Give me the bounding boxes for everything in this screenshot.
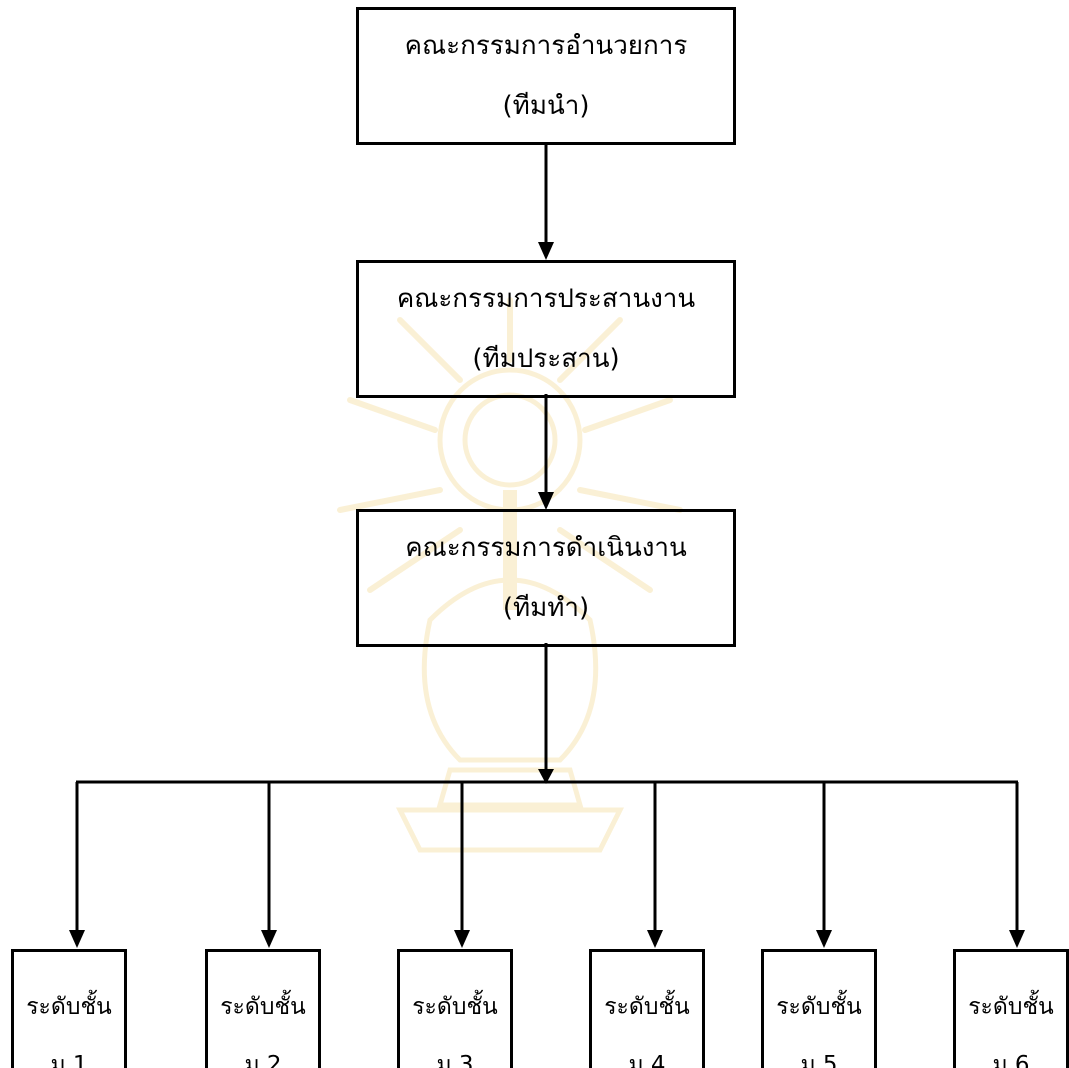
grade-level-name: ม.4 <box>628 1052 666 1068</box>
grade-level-name: ม.3 <box>436 1052 474 1068</box>
arrowhead-to-m6 <box>1009 930 1025 948</box>
grade-level-label: ระดับชั้น <box>220 994 306 1020</box>
grade-level-label: ระดับชั้น <box>604 994 690 1020</box>
grade-level-box-m2: ระดับชั้น ม.2 <box>205 949 321 1068</box>
operation-committee-title: คณะกรรมการดำเนินงาน <box>405 533 687 563</box>
grade-level-box-m5: ระดับชั้น ม.5 <box>761 949 877 1068</box>
grade-level-box-m6: ระดับชั้น ม.6 <box>953 949 1069 1068</box>
grade-level-box-m4: ระดับชั้น ม.4 <box>589 949 705 1068</box>
grade-level-label: ระดับชั้น <box>776 994 862 1020</box>
arrowhead-to-m1 <box>69 930 85 948</box>
grade-level-box-m3: ระดับชั้น ม.3 <box>397 949 513 1068</box>
coordination-committee-box: คณะกรรมการประสานงาน (ทีมประสาน) <box>356 260 736 398</box>
arrowhead-to-operation <box>538 492 554 510</box>
arrowhead-to-m2 <box>261 930 277 948</box>
steering-committee-box: คณะกรรมการอำนวยการ (ทีมนำ) <box>356 7 736 145</box>
grade-level-label: ระดับชั้น <box>26 994 112 1020</box>
arrowhead-to-coordination <box>538 242 554 260</box>
arrowhead-to-bus <box>538 769 554 784</box>
grade-level-name: ม.2 <box>244 1052 282 1068</box>
grade-level-label: ระดับชั้น <box>968 994 1054 1020</box>
steering-committee-team: (ทีมนำ) <box>502 91 590 121</box>
arrowhead-to-m4 <box>647 930 663 948</box>
grade-level-label: ระดับชั้น <box>412 994 498 1020</box>
grade-level-name: ม.5 <box>800 1052 838 1068</box>
operation-committee-box: คณะกรรมการดำเนินงาน (ทีมทำ) <box>356 509 736 647</box>
grade-level-name: ม.1 <box>50 1052 88 1068</box>
arrowhead-to-m3 <box>454 930 470 948</box>
university-emblem-watermark <box>337 297 683 853</box>
coordination-committee-team: (ทีมประสาน) <box>472 344 620 374</box>
grade-level-name: ม.6 <box>992 1052 1030 1068</box>
steering-committee-title: คณะกรรมการอำนวยการ <box>404 31 688 61</box>
grade-level-box-m1: ระดับชั้น ม.1 <box>11 949 127 1068</box>
coordination-committee-title: คณะกรรมการประสานงาน <box>396 284 696 314</box>
arrowhead-to-m5 <box>816 930 832 948</box>
operation-committee-team: (ทีมทำ) <box>502 593 590 623</box>
